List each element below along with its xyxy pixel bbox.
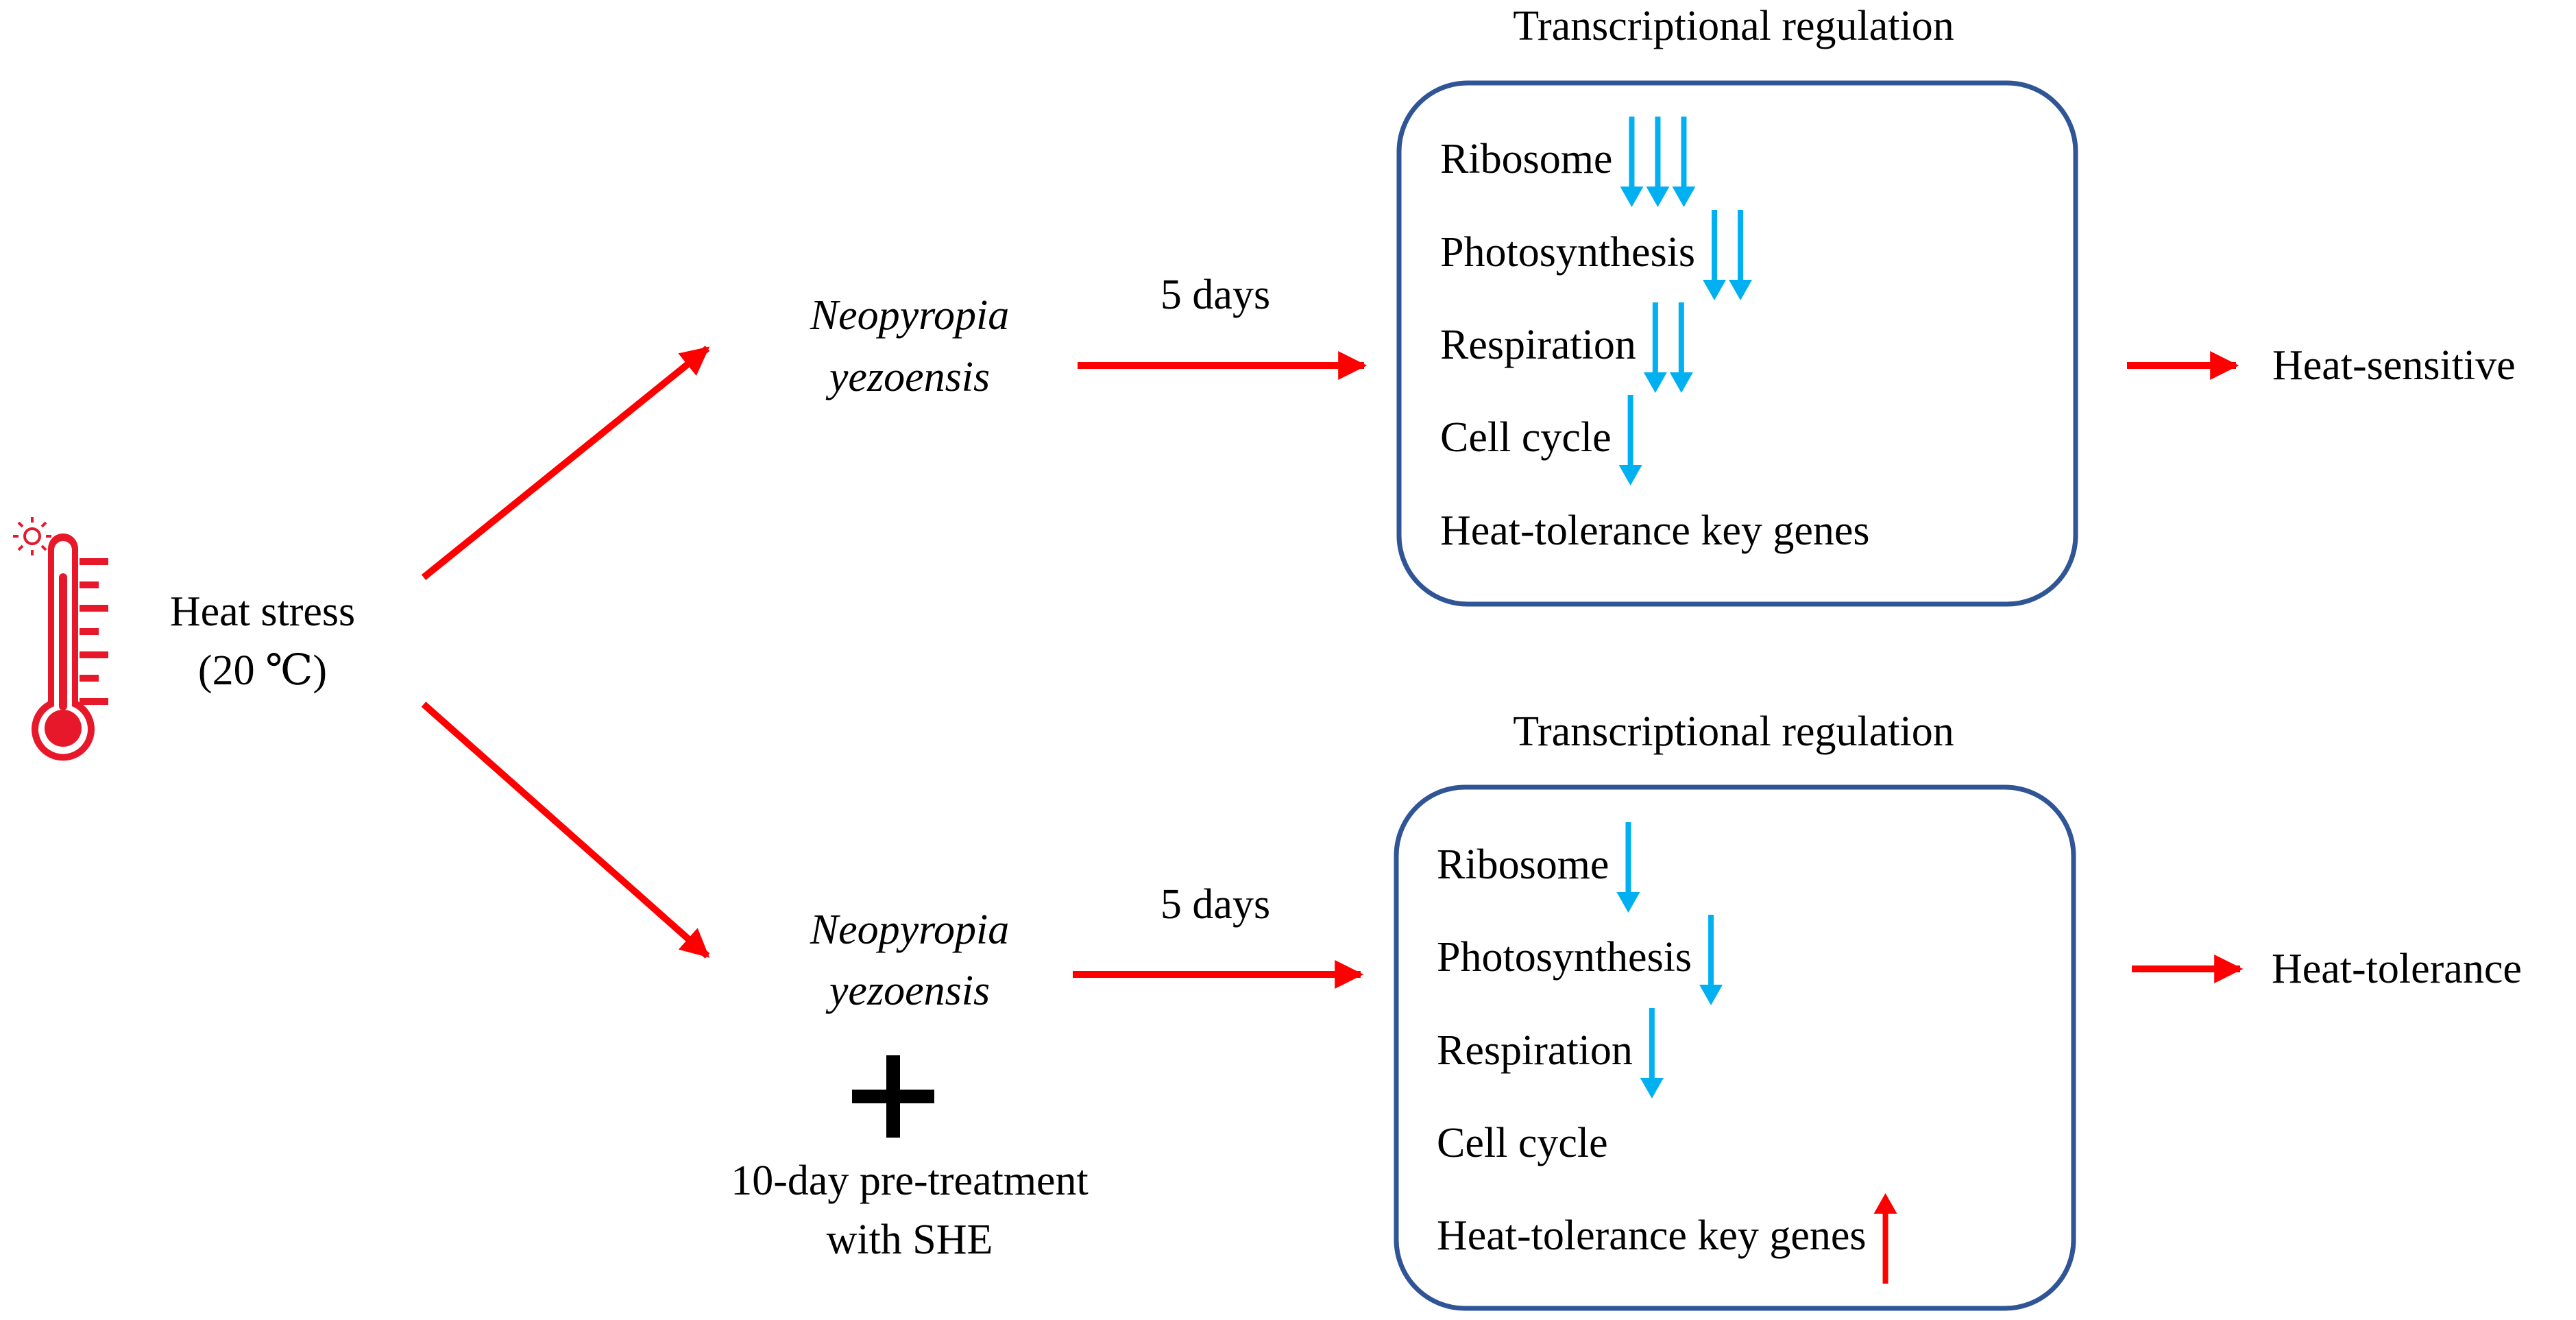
bottom-down-arrow-icon — [1640, 1008, 1664, 1099]
branch-arrow-down — [421, 701, 710, 959]
top-down-arrow-icon — [1669, 302, 1693, 393]
top-down-arrow-icon — [1729, 210, 1753, 300]
bottom-species-line1: Neopyropia — [810, 907, 1009, 953]
bottom-indicators — [1616, 822, 1897, 1284]
top-indicators — [1618, 117, 1753, 485]
bottom-duration-label: 5 days — [1161, 881, 1270, 928]
top-down-arrow-icon — [1643, 302, 1667, 393]
bottom-item-cell-cycle: Cell cycle — [1437, 1120, 1608, 1166]
bottom-item-heat-tolerance-genes: Heat-tolerance key genes — [1437, 1212, 1867, 1259]
bottom-regulation-box — [1394, 784, 2076, 1311]
top-item-ribosome: Ribosome — [1440, 136, 1612, 182]
top-outcome: Heat-sensitive — [2272, 342, 2516, 389]
top-down-arrow-icon — [1618, 395, 1642, 485]
pretreatment-line2: with SHE — [827, 1216, 993, 1263]
plus-icon — [852, 1055, 934, 1138]
top-box-title: Transcriptional regulation — [1513, 3, 1954, 49]
bottom-down-arrow-icon — [1699, 915, 1723, 1005]
top-item-respiration: Respiration — [1440, 322, 1636, 368]
bottom-species-line2: yezoensis — [825, 968, 990, 1014]
top-down-arrow-icon — [1672, 117, 1696, 207]
top-down-arrow-icon — [1620, 117, 1644, 207]
top-item-cell-cycle: Cell cycle — [1440, 414, 1612, 461]
thermometer-sun-icon — [13, 517, 108, 761]
top-down-arrow-icon — [1703, 210, 1727, 300]
bottom-item-ribosome: Ribosome — [1437, 841, 1609, 888]
heat-stress-temperature: (20 ℃) — [198, 647, 327, 694]
top-regulation-box — [1396, 80, 2078, 607]
branch-arrow-up — [421, 346, 710, 580]
heat-stress-label: Heat stress — [170, 588, 355, 635]
bottom-item-photosynthesis: Photosynthesis — [1437, 934, 1692, 981]
top-item-heat-tolerance-genes: Heat-tolerance key genes — [1440, 507, 1870, 554]
bottom-box-title: Transcriptional regulation — [1513, 708, 1954, 755]
bottom-up-arrow-icon — [1873, 1193, 1897, 1284]
bottom-outcome: Heat-tolerance — [2272, 946, 2522, 992]
top-species-line2: yezoensis — [825, 354, 990, 400]
bottom-down-arrow-icon — [1616, 822, 1640, 913]
pretreatment-line1: 10-day pre-treatment — [731, 1157, 1089, 1204]
top-duration-label: 5 days — [1161, 272, 1270, 318]
top-item-photosynthesis: Photosynthesis — [1440, 229, 1695, 276]
top-down-arrow-icon — [1646, 117, 1670, 207]
top-species-line1: Neopyropia — [810, 292, 1009, 339]
bottom-item-respiration: Respiration — [1437, 1027, 1633, 1074]
